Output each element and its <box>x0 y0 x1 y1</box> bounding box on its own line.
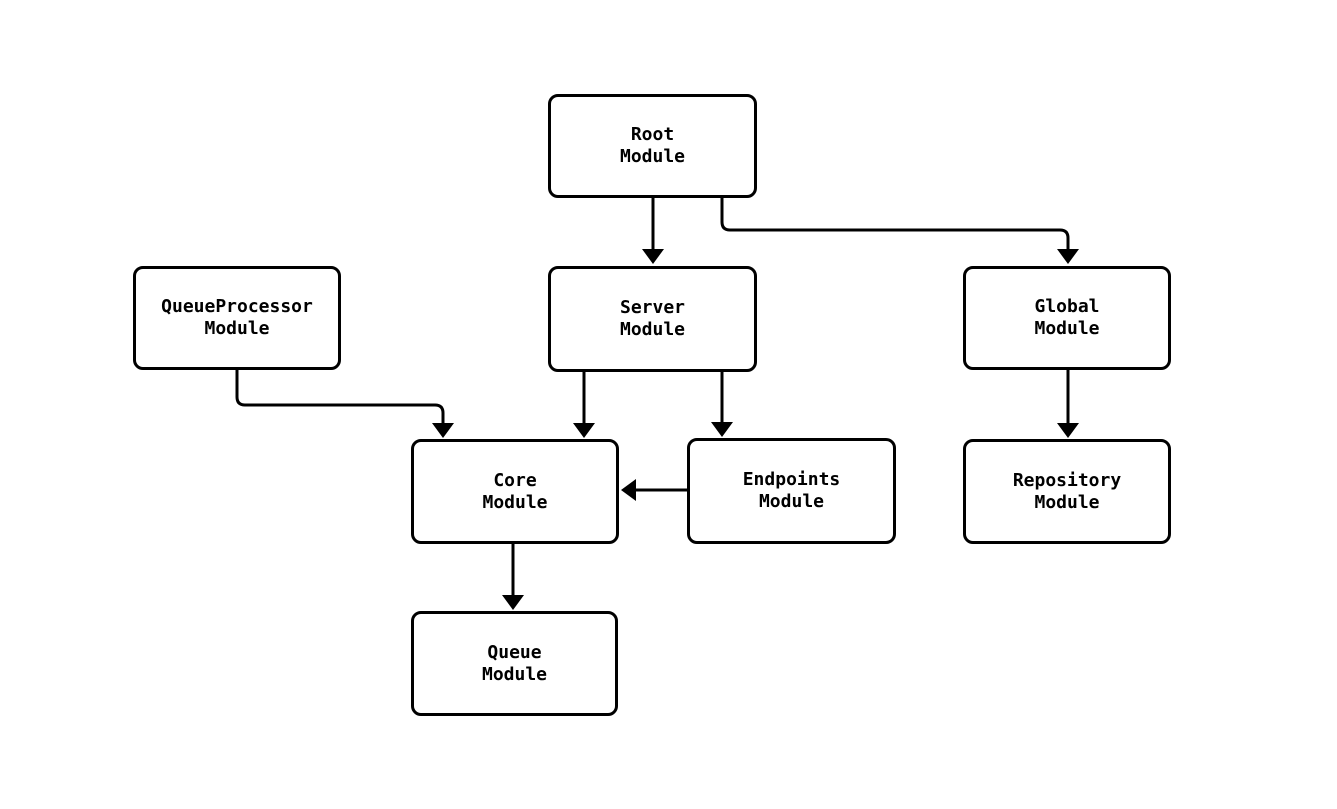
arrowhead-icon <box>573 423 595 438</box>
arrowhead-icon <box>711 422 733 437</box>
edge-core-queue <box>502 544 524 610</box>
node-label: QueueProcessor Module <box>161 296 313 339</box>
arrowhead-icon <box>502 595 524 610</box>
node-core-module: Core Module <box>411 439 619 544</box>
node-label: Core Module <box>482 469 548 513</box>
arrowhead-icon <box>642 249 664 264</box>
node-label: Repository Module <box>1012 469 1122 513</box>
node-global-module: Global Module <box>963 266 1171 370</box>
node-repository-module: Repository Module <box>963 439 1171 544</box>
arrowhead-icon <box>432 423 454 438</box>
edge-root-global <box>720 198 1079 264</box>
node-root-module: Root Module <box>548 94 757 198</box>
node-queue-module: Queue Module <box>411 611 618 716</box>
node-label: Queue Module <box>481 641 548 685</box>
arrowhead-icon <box>1057 423 1079 438</box>
node-label: Endpoints Module <box>742 469 841 512</box>
node-server-module: Server Module <box>548 266 757 372</box>
node-label: Global Module <box>1034 296 1100 339</box>
edge-server-core <box>573 372 595 438</box>
node-label: Server Module <box>619 297 686 340</box>
arrowhead-icon <box>621 479 636 501</box>
edge-endpoints-core <box>621 479 687 501</box>
node-label: Root Module <box>619 124 686 167</box>
edge-queueprocessor-core <box>235 369 454 438</box>
arrowhead-icon <box>1057 249 1079 264</box>
edge-root-server <box>642 198 664 264</box>
edge-server-endpoints <box>711 372 733 437</box>
node-endpoints-module: Endpoints Module <box>687 438 896 544</box>
edge-global-repository <box>1057 370 1079 438</box>
node-queueprocessor-module: QueueProcessor Module <box>133 266 341 370</box>
